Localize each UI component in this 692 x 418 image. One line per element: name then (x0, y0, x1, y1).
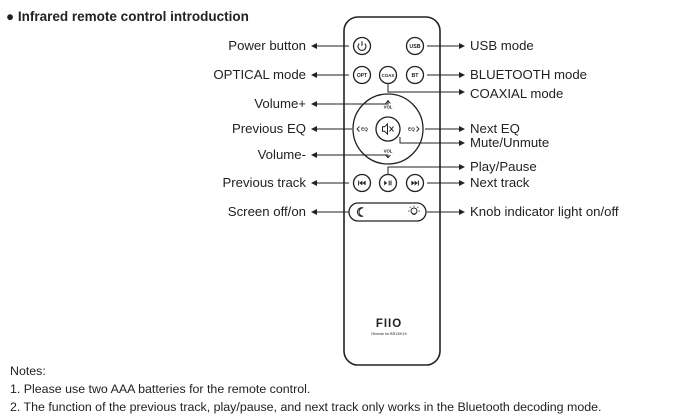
label-next-track: Next track (470, 175, 530, 190)
label-mute-unmute: Mute/Unmute (470, 135, 550, 150)
mute-icon (382, 122, 394, 136)
note-item: 2. The function of the previous track, p… (10, 400, 602, 414)
power-icon (352, 36, 372, 56)
label-knob-indicator-light: Knob indicator light on/off (470, 204, 619, 219)
brand-subtitle: Remote for BR13/K19 (371, 332, 406, 336)
arrow-volume-down (311, 152, 389, 158)
fiio-logo: FIIO (376, 318, 402, 330)
play-pause-icon (378, 173, 398, 193)
bluetooth-icon: BT (405, 65, 425, 85)
arrow-play-pause (387, 164, 465, 174)
label-power-button: Power button (228, 38, 306, 53)
arrow-volume-up (311, 100, 389, 107)
label-optical-mode: OPTICAL mode (213, 67, 306, 82)
section-title: ● Infrared remote control introduction (6, 9, 249, 24)
optical-icon: OPT (352, 65, 372, 85)
arrow-mute (399, 137, 465, 146)
label-previous-eq: Previous EQ (231, 121, 306, 136)
note-item: 1. Please use two AAA batteries for the … (10, 382, 311, 396)
label-coaxial-mode: COAXIAL mode (470, 86, 564, 101)
bluetooth-button-label: BT (412, 73, 420, 79)
next-track-icon (405, 173, 425, 193)
coaxial-button-label: COAX (382, 73, 395, 78)
vol-up-label: VOL (384, 105, 393, 110)
usb-button-label: USB (409, 44, 420, 50)
notes-heading: Notes: (10, 364, 46, 378)
optical-button-label: OPT (357, 73, 367, 79)
label-previous-track: Previous track (222, 175, 306, 190)
label-usb-mode: USB mode (470, 38, 534, 53)
label-play-pause: Play/Pause (470, 159, 537, 174)
label-next-eq: Next EQ (470, 121, 520, 136)
previous-track-icon (352, 173, 372, 193)
vol-down-label: VOL (384, 149, 393, 154)
eq-right-label: EQ (408, 127, 415, 132)
label-volume-down: Volume- (257, 147, 306, 162)
screen-knob-pill (348, 202, 427, 222)
bullet-dot: ● (6, 9, 18, 24)
title-text: Infrared remote control introduction (17, 9, 249, 24)
moon-icon (356, 207, 364, 217)
label-volume-up: Volume+ (254, 96, 306, 111)
coaxial-icon: COAX (378, 65, 398, 85)
previous-eq-icon: EQ (356, 126, 368, 132)
next-eq-icon: EQ (408, 126, 420, 132)
label-screen-off-on: Screen off/on (227, 204, 306, 219)
eq-left-label: EQ (361, 127, 368, 132)
usb-icon: USB (405, 36, 425, 56)
arrow-coaxial (387, 84, 465, 95)
lightbulb-icon (408, 205, 420, 215)
label-bluetooth-mode: BLUETOOTH mode (470, 67, 588, 82)
